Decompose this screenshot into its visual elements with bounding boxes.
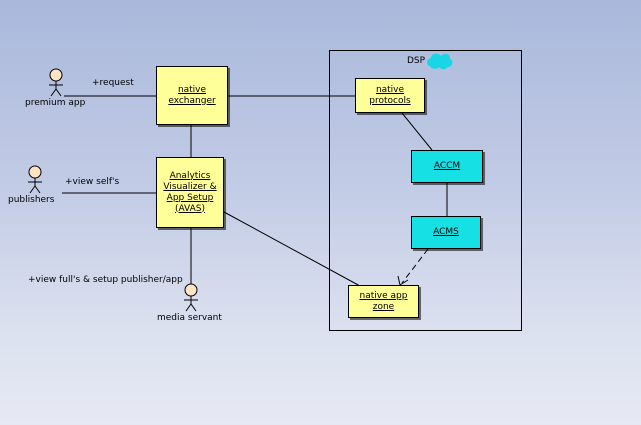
- node-label-line: zone: [372, 301, 395, 312]
- actor-media-servant-figure: [184, 283, 198, 312]
- actor-media-servant-label: media servant: [157, 313, 222, 323]
- avas-node[interactable]: Analytics Visualizer & App Setup (AVAS): [156, 157, 224, 228]
- native-protocols-node[interactable]: native protocols: [355, 78, 425, 113]
- node-label-line: Analytics: [169, 170, 211, 181]
- edge-label-view-selfs: +view self's: [65, 177, 120, 187]
- node-label-line: ACCM: [433, 161, 461, 171]
- edge-label-view-fulls: +view full's & setup publisher/app: [28, 275, 183, 285]
- actor-publishers-label: publishers: [8, 195, 55, 205]
- node-label-line: native: [375, 84, 405, 95]
- actor-premium-app-figure: [49, 68, 63, 97]
- accm-node[interactable]: ACCM: [411, 150, 483, 183]
- native-app-zone-node[interactable]: native app zone: [348, 285, 419, 318]
- node-label-line: Visualizer &: [163, 181, 217, 192]
- node-label-line: exchanger: [168, 95, 216, 106]
- connectors: [62, 95, 448, 287]
- cloud-icon: [427, 53, 453, 70]
- edge-acms-native-app-zone-dashed: [401, 248, 429, 284]
- actor-premium-app-label: premium app: [25, 98, 86, 108]
- edge-protocols-accm: [401, 112, 433, 151]
- node-label-line: native: [177, 84, 207, 95]
- dsp-boundary-title: DSP: [407, 56, 426, 66]
- native-exchanger-node[interactable]: native exchanger: [156, 66, 228, 125]
- node-label-line: (AVAS): [174, 203, 206, 214]
- edge-label-request: +request: [92, 78, 134, 88]
- edge-avas-native-app-zone: [223, 211, 361, 287]
- acms-node[interactable]: ACMS: [411, 216, 481, 249]
- node-label-line: native app: [359, 290, 408, 301]
- node-label-line: protocols: [369, 95, 411, 106]
- node-label-line: ACMS: [433, 227, 459, 237]
- node-label-line: App Setup: [166, 192, 214, 203]
- dsp-boundary: [329, 50, 522, 331]
- actor-publishers-figure: [28, 165, 42, 194]
